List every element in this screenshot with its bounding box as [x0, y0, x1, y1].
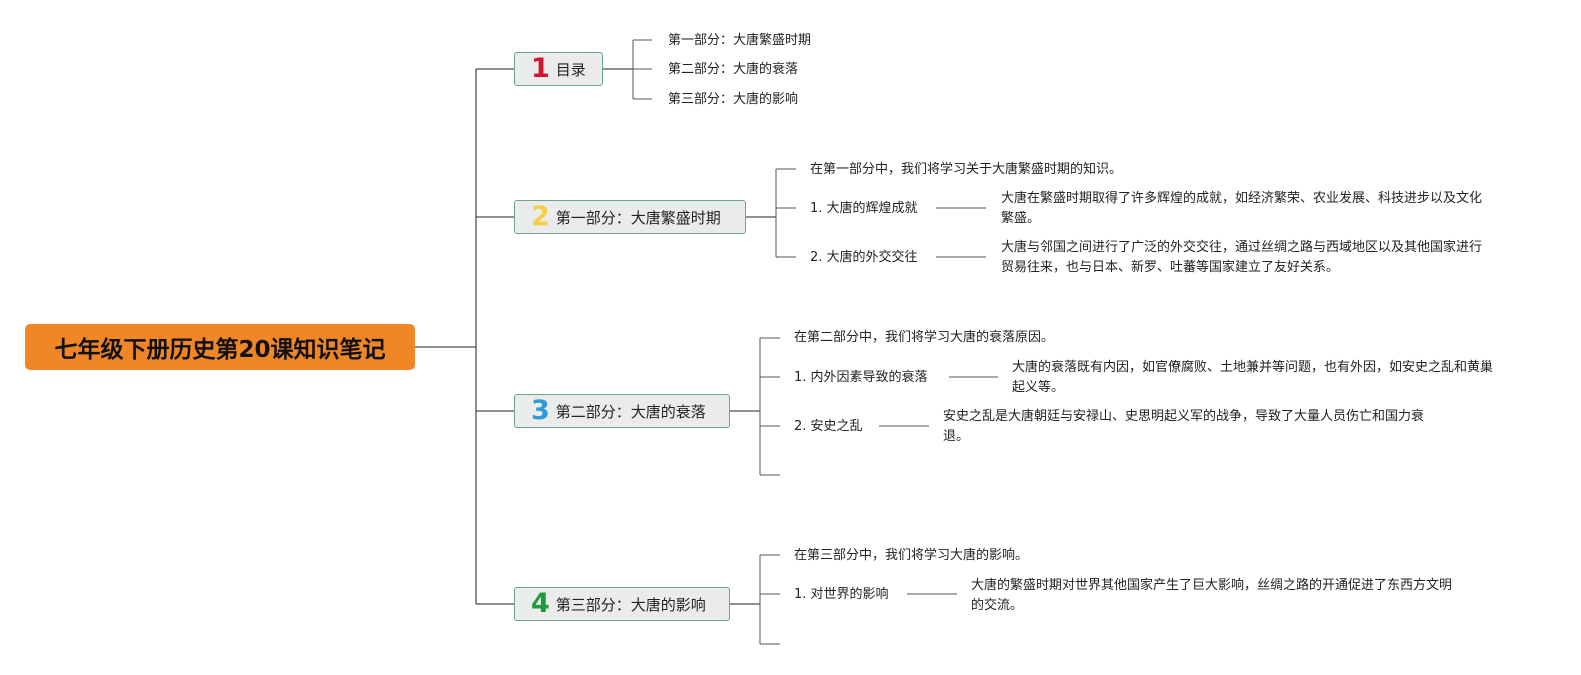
branch-toc[interactable]: 1 目录 — [514, 52, 603, 86]
toc-item-2[interactable]: 第二部分：大唐的衰落 — [668, 62, 799, 77]
number-3-badge: 3 — [531, 395, 550, 426]
branch-part-three[interactable]: 4 第三部分：大唐的影响 — [514, 587, 730, 621]
root-topic[interactable]: 七年级下册历史第20课知识笔记 — [25, 324, 415, 370]
toc-item-3[interactable]: 第三部分：大唐的影响 — [668, 92, 799, 107]
part-three-intro[interactable]: 在第三部分中，我们将学习大唐的影响。 — [794, 548, 1029, 563]
part-three-topic-1-detail: 大唐的繁盛时期对世界其他国家产生了巨大影响，丝绸之路的开通促进了东西方文明的交流… — [971, 578, 1453, 613]
root-title: 七年级下册历史第20课知识笔记 — [54, 337, 386, 363]
number-2-badge: 2 — [531, 201, 550, 232]
branch-label: 第三部分：大唐的影响 — [555, 595, 706, 614]
part-two-topic-2-detail: 安史之乱是大唐朝廷与安禄山、史思明起义军的战争，导致了大量人员伤亡和国力衰退。 — [943, 409, 1425, 444]
number-1-badge: 1 — [531, 53, 550, 84]
toc-item-1[interactable]: 第一部分：大唐繁盛时期 — [668, 33, 812, 48]
part-two-topic-1-detail: 大唐的衰落既有内因，如官僚腐败、土地兼并等问题，也有外因，如安史之乱和黄巢起义等… — [1012, 360, 1494, 395]
part-two-intro[interactable]: 在第二部分中，我们将学习大唐的衰落原因。 — [794, 330, 1055, 345]
branch-label: 第二部分：大唐的衰落 — [555, 402, 706, 421]
part-one-intro[interactable]: 在第一部分中，我们将学习关于大唐繁盛时期的知识。 — [810, 162, 1123, 177]
branch-label: 目录 — [555, 60, 586, 79]
part-two-topic-2[interactable]: 2. 安史之乱 — [794, 419, 863, 434]
branch-part-one[interactable]: 2 第一部分：大唐繁盛时期 — [514, 200, 746, 234]
part-one-topic-1-detail: 大唐在繁盛时期取得了许多辉煌的成就，如经济繁荣、农业发展、科技进步以及文化繁盛。 — [1001, 191, 1483, 226]
part-one-topic-1[interactable]: 1. 大唐的辉煌成就 — [810, 201, 918, 216]
part-three-topic-1[interactable]: 1. 对世界的影响 — [794, 587, 889, 602]
branch-label: 第一部分：大唐繁盛时期 — [555, 208, 721, 227]
part-one-topic-2[interactable]: 2. 大唐的外交交往 — [810, 250, 918, 265]
branch-part-two[interactable]: 3 第二部分：大唐的衰落 — [514, 394, 730, 428]
part-two-topic-1[interactable]: 1. 内外因素导致的衰落 — [794, 370, 928, 385]
part-one-topic-2-detail: 大唐与邻国之间进行了广泛的外交交往，通过丝绸之路与西域地区以及其他国家进行贸易往… — [1001, 240, 1483, 275]
number-4-badge: 4 — [531, 588, 550, 619]
